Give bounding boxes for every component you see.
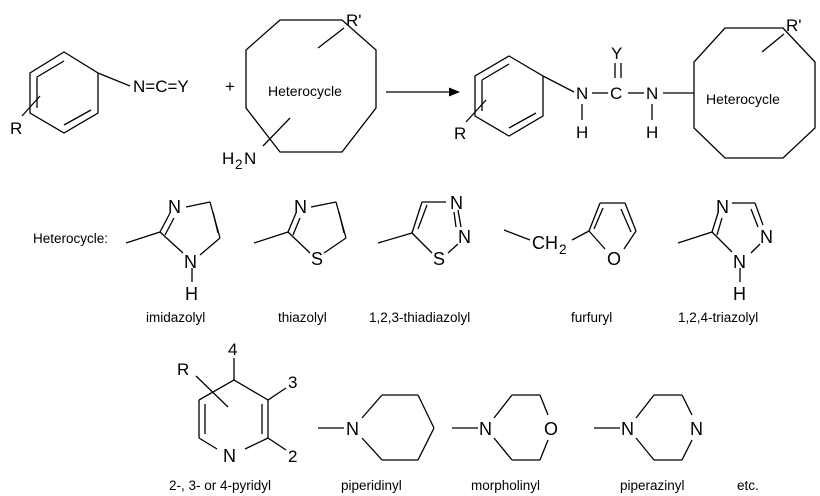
pyridyl-position-3: 3: [288, 373, 297, 392]
piperidinyl-atom-n: N: [346, 419, 359, 439]
product-y: Y: [611, 44, 622, 63]
furfuryl-atom-o: O: [607, 249, 621, 269]
product-h-left: H: [576, 123, 588, 142]
reaction-arrow: [386, 87, 460, 97]
heterocycle-ring-left: [245, 19, 377, 153]
pyridyl-position-4: 4: [228, 340, 237, 359]
product-carbon: C: [610, 84, 622, 103]
heterocycle-ring-right: [693, 27, 816, 159]
pyridyl-substituent-r: R: [177, 360, 189, 379]
thiazolyl-atom-n: N: [294, 197, 307, 217]
plus-sign: +: [225, 77, 235, 96]
thiadiazolyl-atom-n1: N: [450, 193, 463, 213]
triazolyl-atom-n2: N: [760, 227, 773, 247]
product-r-bond: [465, 99, 487, 123]
heterocycle-caption: Heterocycle:: [33, 231, 108, 246]
heterocycle-label-left: Heterocycle: [268, 83, 342, 99]
furfuryl-subscript: 2: [559, 242, 567, 257]
benzene-ring: [29, 51, 99, 134]
r-prime-bond-right: [761, 33, 785, 53]
amine-bond: [262, 117, 291, 147]
imidazolyl-structure: N N H imidazolyl: [125, 197, 221, 325]
triazolyl-atom-h: H: [733, 284, 746, 304]
piperazinyl-structure: N N piperazinyl: [594, 394, 703, 493]
thiadiazolyl-atom-n2: N: [458, 227, 471, 247]
amine-h: H: [222, 149, 234, 168]
ring-n-bond: [97, 72, 131, 87]
product-n-right: N: [646, 84, 658, 103]
imidazolyl-atom-n3: N: [184, 252, 197, 272]
product-ring-n-bond: [542, 75, 575, 93]
morpholinyl-atom-n: N: [479, 419, 492, 439]
piperazinyl-atom-n1: N: [621, 419, 634, 439]
morpholinyl-name: morpholinyl: [471, 478, 540, 493]
r-prime-bond-left: [317, 27, 345, 49]
morpholinyl-atom-o: O: [544, 419, 558, 439]
substituent-r-prime-right: R': [786, 16, 802, 35]
pyridyl-name: 2-, 3- or 4-pyridyl: [169, 478, 271, 493]
product-urea: R N H C Y N H Heterocycle R': [454, 16, 816, 159]
piperazinyl-atom-n4: N: [690, 419, 703, 439]
furfuryl-structure: CH 2 O furfuryl: [503, 202, 637, 325]
reactant-aryl-isocyanate: R N=C=Y +: [10, 51, 235, 138]
piperidinyl-name: piperidinyl: [341, 478, 402, 493]
morpholinyl-structure: N O morpholinyl: [452, 394, 558, 493]
piperazinyl-name: piperazinyl: [620, 478, 685, 493]
r-bond: [21, 95, 41, 117]
product-substituent-r: R: [454, 124, 466, 143]
imidazolyl-atom-h: H: [185, 284, 198, 304]
furfuryl-atom-ch: CH: [532, 233, 558, 253]
product-h-right: H: [646, 123, 658, 142]
imidazolyl-atom-n1: N: [168, 197, 181, 217]
etc-label: etc.: [737, 478, 759, 493]
substituent-r: R: [10, 119, 22, 138]
amine-subscript: 2: [235, 157, 243, 172]
product-benzene-ring: [474, 55, 544, 137]
substituent-r-prime-left: R': [346, 11, 362, 30]
thiadiazolyl-atom-s: S: [433, 249, 445, 269]
thiadiazolyl-name: 1,2,3-thiadiazolyl: [369, 310, 470, 325]
isocyanate-group: N=C=Y: [133, 77, 189, 96]
heterocycle-label-right: Heterocycle: [706, 91, 780, 107]
reactant-amino-heterocycle: Heterocycle R' H 2 N: [222, 11, 377, 172]
thiazolyl-structure: N S thiazolyl: [253, 197, 347, 325]
triazolyl-name: 1,2,4-triazolyl: [678, 310, 758, 325]
amine-n: N: [244, 149, 256, 168]
piperidinyl-structure: N piperidinyl: [318, 394, 435, 493]
product-n-left: N: [576, 84, 588, 103]
thiazolyl-atom-s: S: [311, 249, 323, 269]
imidazolyl-name: imidazolyl: [146, 310, 205, 325]
pyridyl-atom-n: N: [223, 446, 236, 466]
thiadiazolyl-structure: N N S 1,2,3-thiadiazolyl: [369, 193, 471, 325]
pyridyl-position-2: 2: [288, 447, 297, 466]
pyridyl-structure: R 4 3 N 2 2-, 3- or 4-pyridyl: [169, 340, 297, 493]
thiazolyl-name: thiazolyl: [278, 310, 327, 325]
furfuryl-name: furfuryl: [571, 310, 612, 325]
triazolyl-atom-n4: N: [733, 252, 746, 272]
triazolyl-structure: N N N H 1,2,4-triazolyl: [677, 197, 773, 325]
triazolyl-atom-n1: N: [716, 197, 729, 217]
